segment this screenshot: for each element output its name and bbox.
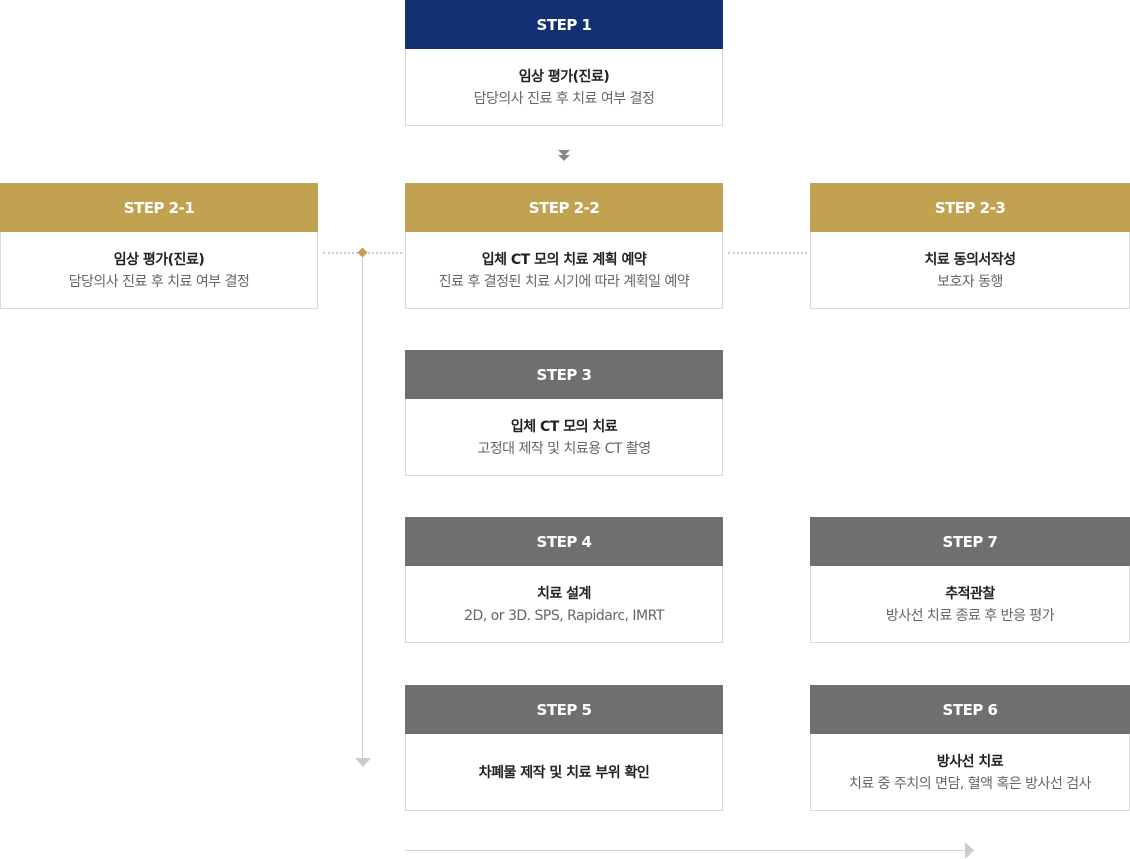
step-2-1-title: 임상 평가(진료) [113,251,205,268]
step-2-1-box: STEP 2-1 임상 평가(진료) 담당의사 진료 후 치료 여부 결정 [0,183,318,309]
step-7-header: STEP 7 [810,517,1130,566]
right-arrow-icon [965,842,974,859]
step-3-title: 입체 CT 모의 치료 [510,418,618,435]
double-down-arrow-icon [558,150,570,161]
vertical-flow-line [362,255,363,760]
step-2-1-desc: 담당의사 진료 후 치료 여부 결정 [68,273,250,290]
step-2-3-title: 치료 동의서작성 [924,251,1016,268]
down-arrow-icon [355,758,371,767]
step-1-title: 임상 평가(진료) [518,68,610,85]
dotted-connector-right [728,252,807,254]
step-4-box: STEP 4 치료 설계 2D, or 3D. SPS, Rapidarc, I… [405,517,723,643]
step-3-header: STEP 3 [405,350,723,399]
step-6-title: 방사선 치료 [936,753,1004,770]
step-2-2-desc: 진료 후 결정된 치료 시기에 따라 계획일 예약 [438,273,690,290]
step-5-title: 차폐물 제작 및 치료 부위 확인 [478,764,650,781]
step-5-box: STEP 5 차폐물 제작 및 치료 부위 확인 [405,685,723,811]
horizontal-flow-line [405,850,967,851]
step-2-2-header: STEP 2-2 [405,183,723,232]
step-1-desc: 담당의사 진료 후 치료 여부 결정 [473,90,655,107]
step-6-header: STEP 6 [810,685,1130,734]
step-7-title: 추적관찰 [945,585,995,602]
step-2-3-desc: 보호자 동행 [937,273,1003,290]
step-7-box: STEP 7 추적관찰 방사선 치료 종료 후 반응 평가 [810,517,1130,643]
step-4-header: STEP 4 [405,517,723,566]
step-3-desc: 고정대 제작 및 치료용 CT 촬영 [477,440,651,457]
diamond-icon [357,247,368,258]
step-1-box: STEP 1 임상 평가(진료) 담당의사 진료 후 치료 여부 결정 [405,0,723,126]
step-2-2-box: STEP 2-2 입체 CT 모의 치료 계획 예약 진료 후 결정된 치료 시… [405,183,723,309]
step-2-3-box: STEP 2-3 치료 동의서작성 보호자 동행 [810,183,1130,309]
step-6-box: STEP 6 방사선 치료 치료 중 주치의 면담, 혈액 혹은 방사선 검사 [810,685,1130,811]
step-4-title: 치료 설계 [537,585,591,602]
step-3-box: STEP 3 입체 CT 모의 치료 고정대 제작 및 치료용 CT 촬영 [405,350,723,476]
step-7-desc: 방사선 치료 종료 후 반응 평가 [885,607,1055,624]
step-2-3-header: STEP 2-3 [810,183,1130,232]
step-2-2-title: 입체 CT 모의 치료 계획 예약 [481,251,647,268]
step-5-header: STEP 5 [405,685,723,734]
step-2-1-header: STEP 2-1 [0,183,318,232]
step-4-desc: 2D, or 3D. SPS, Rapidarc, IMRT [464,607,664,624]
step-6-desc: 치료 중 주치의 면담, 혈액 혹은 방사선 검사 [848,775,1092,792]
step-1-header: STEP 1 [405,0,723,49]
